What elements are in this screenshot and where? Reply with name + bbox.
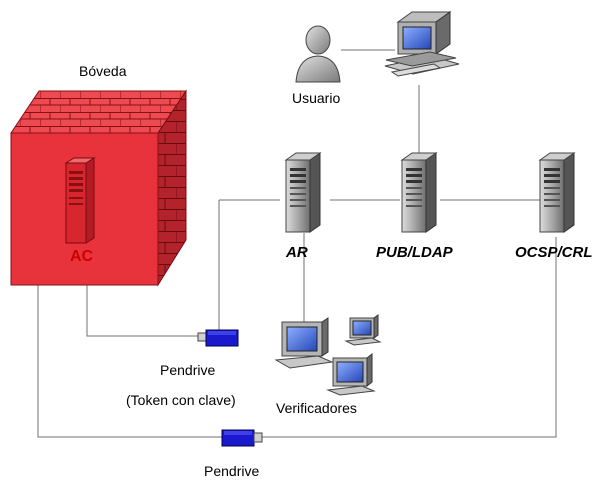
verifier-computer-small (344, 314, 382, 346)
user-label: Usuario (292, 90, 341, 106)
pendrive-icon-top (197, 329, 239, 347)
verifier-computer-medium (326, 352, 376, 396)
vault-cube-icon (10, 89, 187, 287)
connection-lines (37, 49, 557, 438)
bottom-pendrive-to-ocsp-line (262, 237, 557, 438)
pub-ldap-server-icon (400, 152, 438, 233)
verifiers-label: Verificadores (276, 400, 357, 416)
pendrive-top-label: Pendrive (160, 362, 216, 378)
ar-server-icon (284, 152, 322, 233)
pendrive-icon-bottom (221, 429, 263, 447)
user-icon (295, 25, 341, 83)
ac-label: AC (70, 248, 94, 265)
ar-label: AR (286, 244, 308, 261)
ocsp-crl-server-icon (538, 152, 576, 233)
pendrive-bottom-label: Pendrive (204, 463, 260, 479)
vault-label: Bóveda (79, 63, 127, 79)
ocsp-crl-label: OCSP/CRL (515, 244, 593, 261)
desktop-computer-icon (384, 11, 460, 77)
pub-ldap-label: PUB/LDAP (376, 244, 453, 261)
ac-to-pendrive-line (86, 262, 198, 337)
token-note-label: (Token con clave) (126, 392, 236, 408)
verifier-computer-large (274, 317, 334, 369)
ac-server-icon (64, 157, 96, 244)
